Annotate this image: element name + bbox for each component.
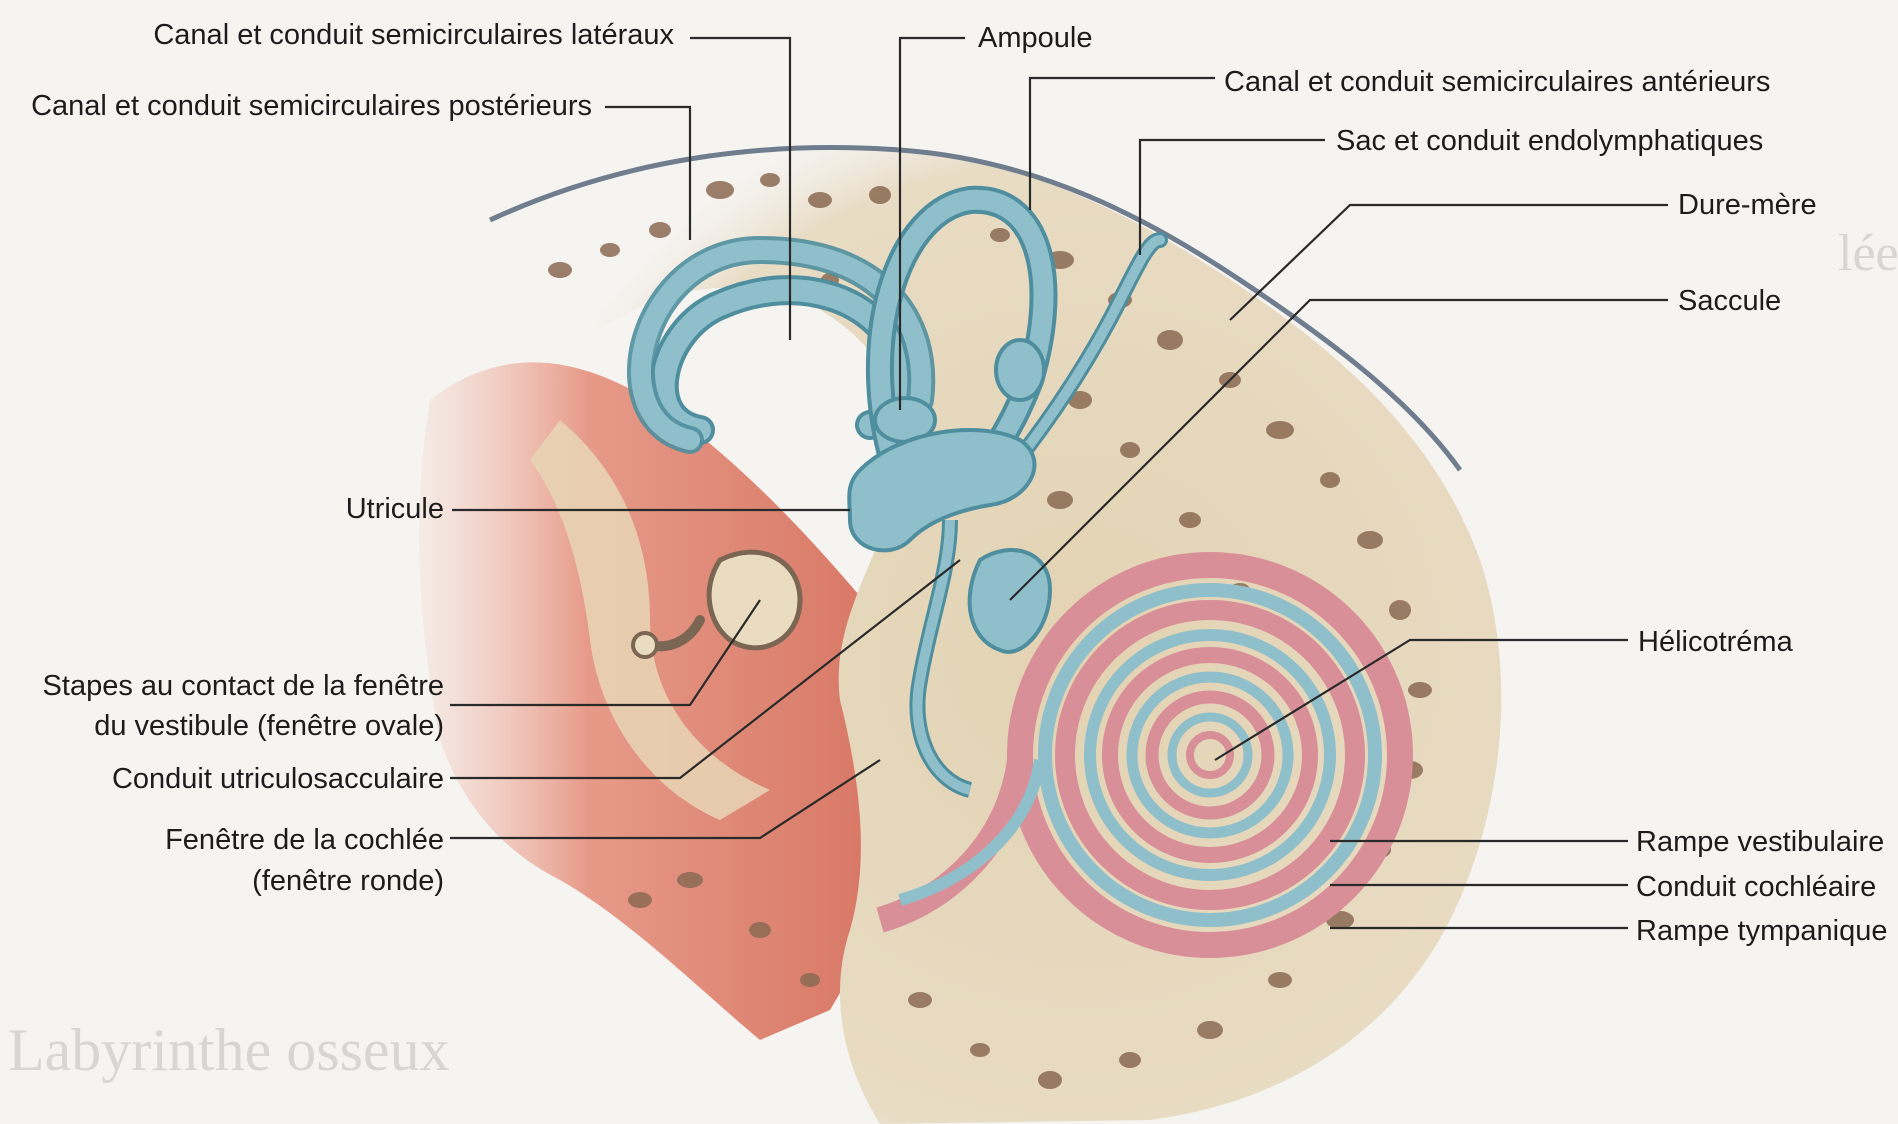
label-endolymphatic-sac: Sac et conduit endolymphatiques: [1336, 125, 1763, 157]
background-heading: Labyrinthe osseux: [8, 1017, 450, 1083]
label-helicotrema: Hélicotréma: [1638, 626, 1794, 658]
anatomy-illustration: [419, 148, 1501, 1124]
label-ampulla: Ampoule: [978, 22, 1092, 54]
ampulla-swelling-2: [996, 340, 1044, 400]
label-utricle: Utricule: [346, 493, 444, 525]
label-saccule: Saccule: [1678, 285, 1781, 317]
background-side-title: lée: [1838, 225, 1898, 282]
label-posterior-canal: Canal et conduit semicirculaires postéri…: [31, 90, 592, 122]
label-dura-mater: Dure-mère: [1678, 189, 1817, 221]
label-utriculosaccular-duct: Conduit utriculosacculaire: [112, 763, 444, 795]
label-cochlear-window-line2: (fenêtre ronde): [252, 865, 444, 897]
label-cochlear-window-line1: Fenêtre de la cochlée: [165, 824, 444, 856]
label-lateral-canal: Canal et conduit semicirculaires latérau…: [153, 19, 674, 51]
label-stapes-line2: du vestibule (fenêtre ovale): [94, 710, 444, 742]
label-scala-tympani: Rampe tympanique: [1636, 915, 1887, 947]
label-stapes-line1: Stapes au contact de la fenêtre: [43, 670, 444, 702]
label-cochlear-duct: Conduit cochléaire: [1636, 871, 1876, 903]
label-anterior-canal: Canal et conduit semicirculaires antérie…: [1224, 66, 1770, 98]
label-scala-vestibuli: Rampe vestibulaire: [1636, 826, 1884, 858]
